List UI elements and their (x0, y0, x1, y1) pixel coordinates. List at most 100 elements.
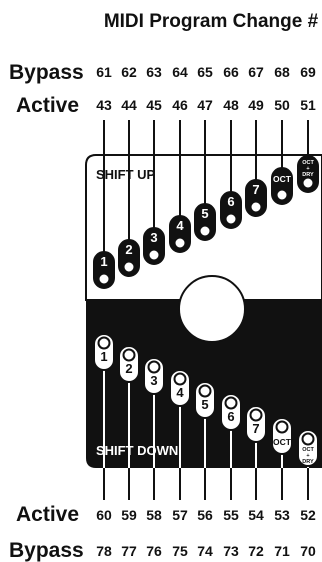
pedal-label: 3 (150, 230, 157, 245)
top-bypass-number-8: 68 (274, 64, 290, 80)
shift-up-pedal-5: 5 (194, 203, 216, 241)
bottom-active-number-9: 52 (300, 507, 316, 523)
pedal-led (97, 336, 111, 350)
pedal-led (249, 408, 263, 422)
bottom-bypass-number-3: 76 (146, 543, 162, 559)
shift-up-pedal-1: 1 (93, 251, 115, 289)
shift-down-pedal-5: 5 (194, 381, 216, 419)
pedal-led (224, 396, 238, 410)
shift-up-leader-lines (103, 120, 309, 252)
bottom-bypass-number-2: 77 (121, 543, 137, 559)
top-bypass-number-7: 67 (248, 64, 264, 80)
pedal-led (249, 200, 263, 214)
pedal-led (173, 236, 187, 250)
pedal-label: 7 (252, 421, 259, 436)
bottom-active-number-3: 58 (146, 507, 162, 523)
bottom-bypass-number-6: 73 (223, 543, 239, 559)
top-active-number-3: 45 (146, 97, 162, 113)
bottom-active-number-1: 60 (96, 507, 112, 523)
bottom-bypass-number-7: 72 (248, 543, 264, 559)
pedal-label: 4 (176, 218, 184, 233)
pedal-label: 7 (252, 182, 259, 197)
pedal-label-part: DRY (302, 172, 314, 178)
pedal-led (97, 272, 111, 286)
top-active-number-1: 43 (96, 97, 112, 113)
shift-down-pedal-4: 4 (169, 369, 191, 407)
bottom-active-number-2: 59 (121, 507, 137, 523)
pedal-led (275, 188, 289, 202)
bottom-bypass-numbers: 78 77 76 75 74 73 72 71 70 (96, 543, 316, 559)
pedal-led (122, 260, 136, 274)
bottom-active-number-5: 56 (197, 507, 213, 523)
pedal-led (147, 248, 161, 262)
pedal-label: OCT (273, 437, 292, 447)
shift-up-pedal-3: 3 (143, 227, 165, 265)
top-active-number-9: 51 (300, 97, 316, 113)
top-active-label: Active (16, 94, 79, 117)
bottom-active-label: Active (16, 503, 79, 526)
bottom-bypass-number-4: 75 (172, 543, 188, 559)
bottom-bypass-number-8: 71 (274, 543, 290, 559)
pedal-label: 2 (125, 242, 132, 257)
pedal-label-part: + (306, 453, 309, 459)
bottom-bypass-number-9: 70 (300, 543, 316, 559)
bottom-bypass-number-5: 74 (197, 543, 213, 559)
shift-up-label: SHIFT UP (96, 167, 156, 182)
top-active-number-7: 49 (248, 97, 264, 113)
shift-up-pedal-9: OCT+DRY (297, 155, 319, 193)
pedal-label-part: OCT (302, 447, 314, 453)
pedal-led (301, 176, 315, 190)
shift-up-pedal-6: 6 (220, 191, 242, 229)
bottom-active-numbers: 60 59 58 57 56 55 54 53 52 (96, 507, 316, 523)
pedal-label: 6 (227, 194, 234, 209)
pedal-led (224, 212, 238, 226)
pedal-label: 1 (100, 349, 107, 364)
shift-down-label: SHIFT DOWN (96, 443, 178, 458)
bottom-active-number-8: 53 (274, 507, 290, 523)
pedal-led (122, 348, 136, 362)
shift-down-pedal-7: 7 (245, 405, 267, 443)
pedal-led (198, 224, 212, 238)
shift-down-pedal-6: 6 (220, 393, 242, 431)
top-bypass-number-2: 62 (121, 64, 137, 80)
top-active-number-6: 48 (223, 97, 239, 113)
pedal-label-part: OCT (302, 160, 314, 166)
pedal-label: 1 (100, 254, 107, 269)
pedal-led (301, 432, 315, 446)
pedal-led (173, 372, 187, 386)
shift-up-pedal-7: 7 (245, 179, 267, 217)
pedal-led (198, 384, 212, 398)
bottom-active-number-6: 55 (223, 507, 239, 523)
pedal-led (275, 420, 289, 434)
pedal-label: 5 (201, 397, 208, 412)
shift-up-pedal-2: 2 (118, 239, 140, 277)
diagram-title: MIDI Program Change # (104, 11, 319, 32)
top-bypass-number-6: 66 (223, 64, 239, 80)
pedal-label-part: DRY (302, 459, 314, 465)
shift-down-pedal-8: OCT (271, 417, 293, 455)
shift-down-pedal-3: 3 (143, 357, 165, 395)
bottom-active-number-7: 54 (248, 507, 264, 523)
top-bypass-label: Bypass (9, 61, 84, 84)
pedal-label: 6 (227, 409, 234, 424)
top-active-number-2: 44 (121, 97, 137, 113)
shift-down-pedal-2: 2 (118, 345, 140, 383)
top-bypass-number-3: 63 (146, 64, 162, 80)
shift-up-pedal-8: OCT (271, 167, 293, 205)
bottom-active-number-4: 57 (172, 507, 188, 523)
pedal-label-part: + (306, 166, 309, 172)
shift-down-pedal-9: OCT+DRY (297, 429, 319, 467)
top-bypass-number-4: 64 (172, 64, 188, 80)
top-bypass-number-1: 61 (96, 64, 112, 80)
bottom-bypass-number-1: 78 (96, 543, 112, 559)
bottom-bypass-label: Bypass (9, 539, 84, 562)
shift-down-pedal-1: 1 (93, 333, 115, 371)
pedal-label: 5 (201, 206, 208, 221)
top-bypass-number-5: 65 (197, 64, 213, 80)
pedal-led (147, 360, 161, 374)
pedal-label: 3 (150, 373, 157, 388)
